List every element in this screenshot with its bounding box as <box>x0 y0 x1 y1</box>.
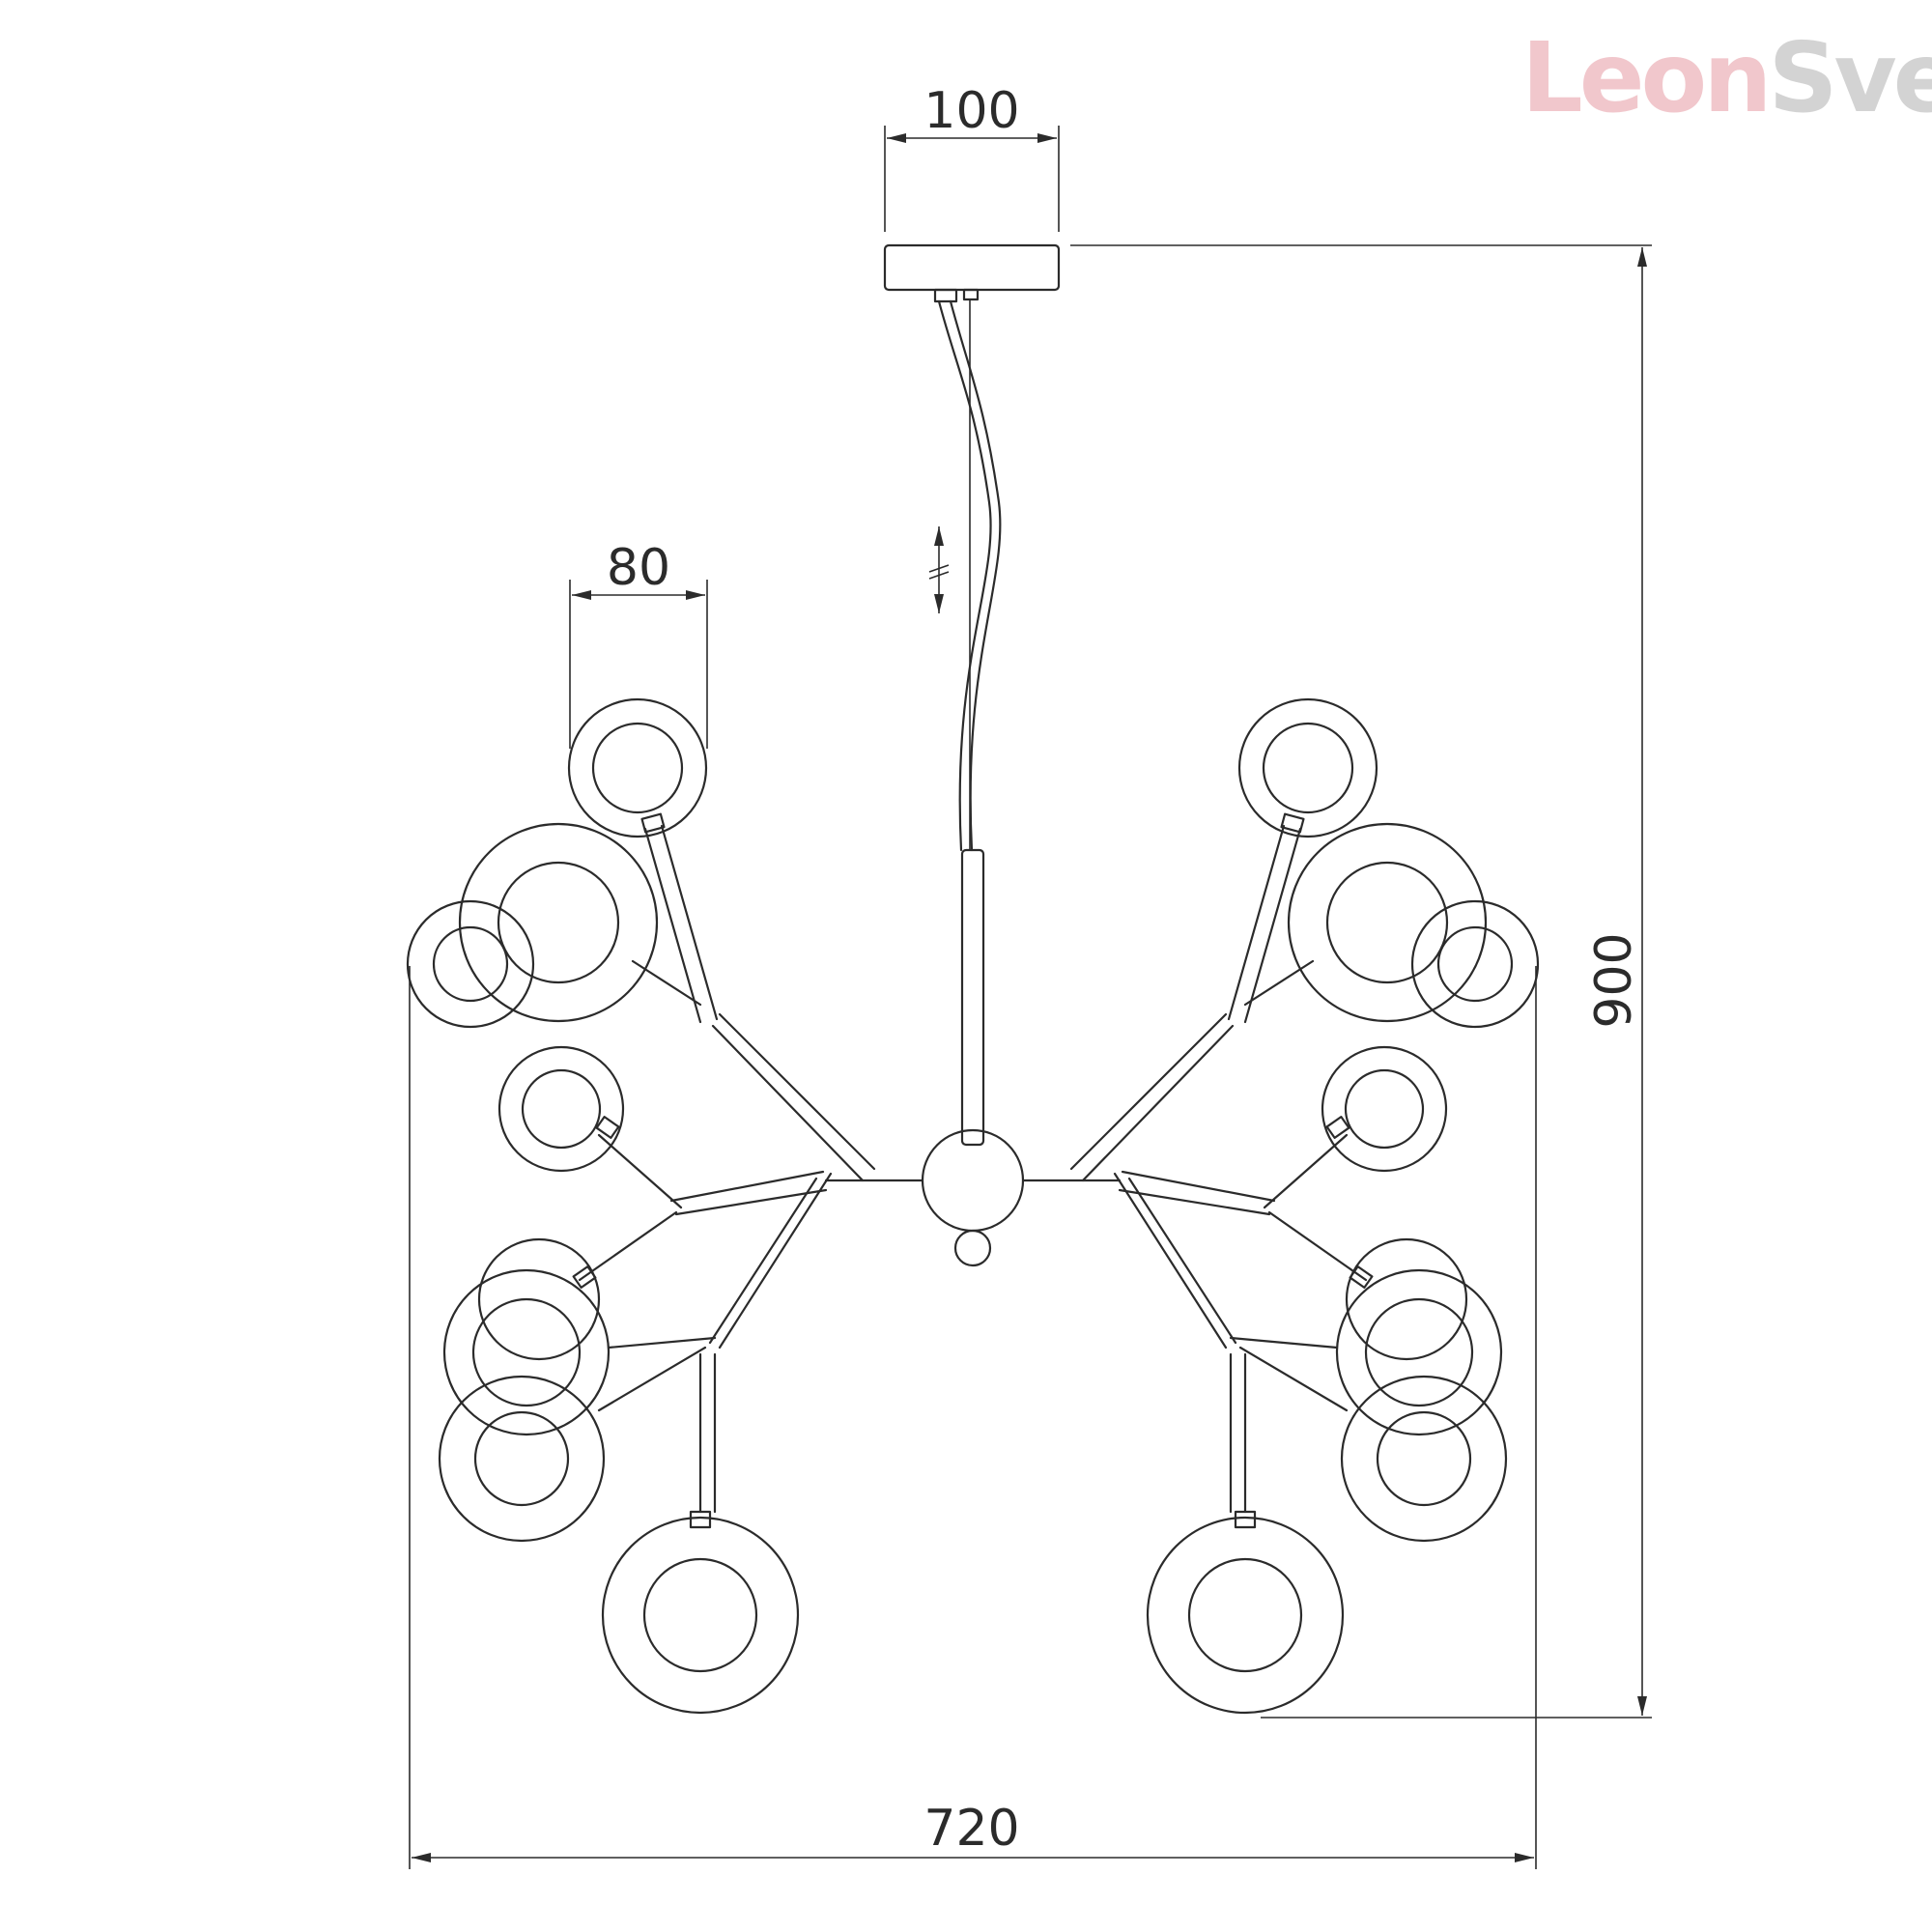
dimension-overall-width: 720 <box>409 966 1537 1869</box>
shade-right-upper-large <box>1287 822 1488 1023</box>
height-label: 900 <box>1585 932 1643 1028</box>
canopy-width-label: 100 <box>923 82 1019 140</box>
shade-right-middle <box>1321 1045 1448 1173</box>
shade-left-bottom-small <box>438 1375 606 1543</box>
shade-width-label: 80 <box>607 539 670 597</box>
shade-right-top <box>1237 697 1378 838</box>
center-stem <box>960 848 985 1147</box>
adjustable-length-icon <box>928 526 950 613</box>
dimension-height: 900 <box>1070 244 1652 1719</box>
center-hub <box>921 1128 1025 1267</box>
shade-right-bottom <box>1146 1516 1345 1715</box>
bulb-sockets <box>572 812 1374 1529</box>
shade-left-bottom <box>601 1516 800 1715</box>
shade-left-upper-back <box>406 899 535 1029</box>
shade-left-upper-large <box>458 822 659 1023</box>
shade-left-top <box>567 697 708 838</box>
shade-right-bottom-small <box>1340 1375 1508 1543</box>
shade-right-lower-back <box>1345 1237 1468 1361</box>
right-arms <box>1021 824 1368 1514</box>
shade-right-upper-back <box>1410 899 1540 1029</box>
left-arms <box>578 824 924 1514</box>
shade-left-middle <box>497 1045 625 1173</box>
overall-width-label: 720 <box>923 1800 1019 1858</box>
left-glass-shades <box>406 697 800 1715</box>
canopy <box>883 243 1061 303</box>
shade-left-lower-back <box>477 1237 601 1361</box>
right-glass-shades <box>1146 697 1540 1715</box>
dimension-shade-width: 80 <box>569 539 708 749</box>
shade-left-lower <box>442 1268 611 1436</box>
shade-right-lower <box>1335 1268 1503 1436</box>
dimension-canopy-width: 100 <box>884 82 1060 232</box>
leonsvet-watermark-logo: LeonSvet <box>1521 21 1932 134</box>
suspension-cable <box>937 299 1002 852</box>
